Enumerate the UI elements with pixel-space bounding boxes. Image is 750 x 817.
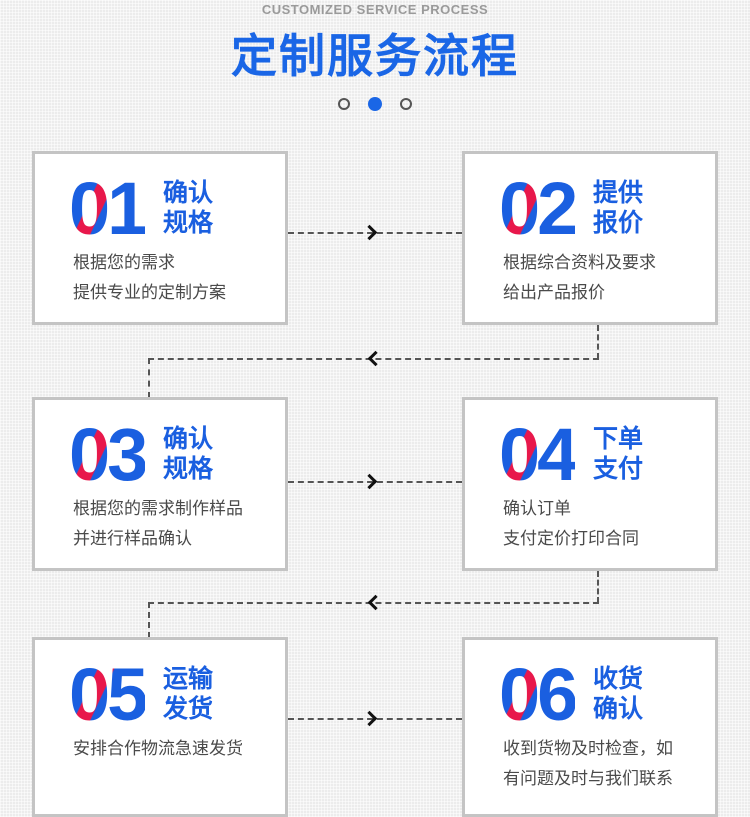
arrow-right-icon [361, 710, 378, 727]
step-title-line: 报价 [593, 208, 644, 237]
step-title: 确认 规格 [163, 178, 233, 238]
connector-line [288, 718, 462, 720]
pager-dots [0, 97, 750, 111]
step-description: 根据您的需求 提供专业的定制方案 [73, 248, 283, 308]
step-title-line: 支付 [593, 454, 644, 483]
arrow-left-icon [367, 350, 384, 367]
step-description: 确认订单 支付定价打印合同 [503, 494, 713, 554]
step-number: 03 [69, 413, 148, 496]
step-title-line: 发货 [163, 694, 214, 723]
step-desc-line: 提供专业的定制方案 [73, 283, 226, 303]
step-desc-line: 根据综合资料及要求 [503, 253, 656, 273]
step-title-line: 规格 [163, 454, 214, 483]
step-number: 06 [499, 653, 578, 736]
connector-line [288, 232, 462, 234]
connector-line [148, 358, 150, 398]
arrow-right-icon [361, 224, 378, 241]
connector-line [597, 325, 599, 359]
arrow-left-icon [367, 594, 384, 611]
connector-line [597, 571, 599, 603]
step-number: 02 [499, 167, 578, 250]
section-subtitle: CUSTOMIZED SERVICE PROCESS [261, 2, 489, 17]
step-card-02: 02 提供 报价 根据综合资料及要求 给出产品报价 [462, 151, 718, 325]
step-desc-line: 根据您的需求制作样品 [73, 499, 243, 519]
pager-dot[interactable] [400, 98, 412, 110]
step-title: 提供 报价 [593, 178, 663, 238]
step-title: 运输 发货 [163, 664, 233, 724]
pager-dot-active[interactable] [368, 97, 382, 111]
step-desc-line: 收到货物及时检查，如 [503, 739, 673, 759]
step-description: 安排合作物流急速发货 [73, 734, 283, 764]
step-desc-line: 给出产品报价 [503, 283, 605, 303]
step-description: 根据综合资料及要求 给出产品报价 [503, 248, 713, 308]
step-card-03: 03 确认 规格 根据您的需求制作样品 并进行样品确认 [32, 397, 288, 571]
step-card-01: 01 确认 规格 根据您的需求 提供专业的定制方案 [32, 151, 288, 325]
step-desc-line: 有问题及时与我们联系 [503, 769, 673, 789]
step-card-04: 04 下单 支付 确认订单 支付定价打印合同 [462, 397, 718, 571]
step-desc-line: 根据您的需求 [73, 253, 175, 273]
step-title: 下单 支付 [593, 424, 663, 484]
pager-dot[interactable] [338, 98, 350, 110]
step-card-06: 06 收货 确认 收到货物及时检查，如 有问题及时与我们联系 [462, 637, 718, 817]
step-number: 04 [499, 413, 578, 496]
step-title-line: 运输 [163, 664, 214, 693]
step-desc-line: 并进行样品确认 [73, 529, 192, 549]
connector-line [288, 481, 462, 483]
step-number: 05 [69, 653, 148, 736]
step-title: 确认 规格 [163, 424, 233, 484]
step-title-line: 下单 [593, 424, 644, 453]
arrow-right-icon [361, 473, 378, 490]
step-title-line: 确认 [163, 424, 214, 453]
step-card-05: 05 运输 发货 安排合作物流急速发货 [32, 637, 288, 817]
step-description: 收到货物及时检查，如 有问题及时与我们联系 [503, 734, 713, 794]
step-desc-line: 确认订单 [503, 499, 571, 519]
step-title-line: 提供 [593, 178, 644, 207]
connector-line [148, 358, 599, 360]
connector-line [148, 602, 150, 638]
page-title: 定制服务流程 [231, 29, 519, 83]
step-desc-line: 安排合作物流急速发货 [73, 739, 243, 759]
step-title-line: 确认 [163, 178, 214, 207]
step-number: 01 [69, 167, 148, 250]
step-title-line: 规格 [163, 208, 214, 237]
step-title: 收货 确认 [593, 664, 663, 724]
step-title-line: 收货 [593, 664, 644, 693]
step-desc-line: 支付定价打印合同 [503, 529, 639, 549]
step-title-line: 确认 [593, 694, 644, 723]
connector-line [148, 602, 599, 604]
step-description: 根据您的需求制作样品 并进行样品确认 [73, 494, 283, 554]
